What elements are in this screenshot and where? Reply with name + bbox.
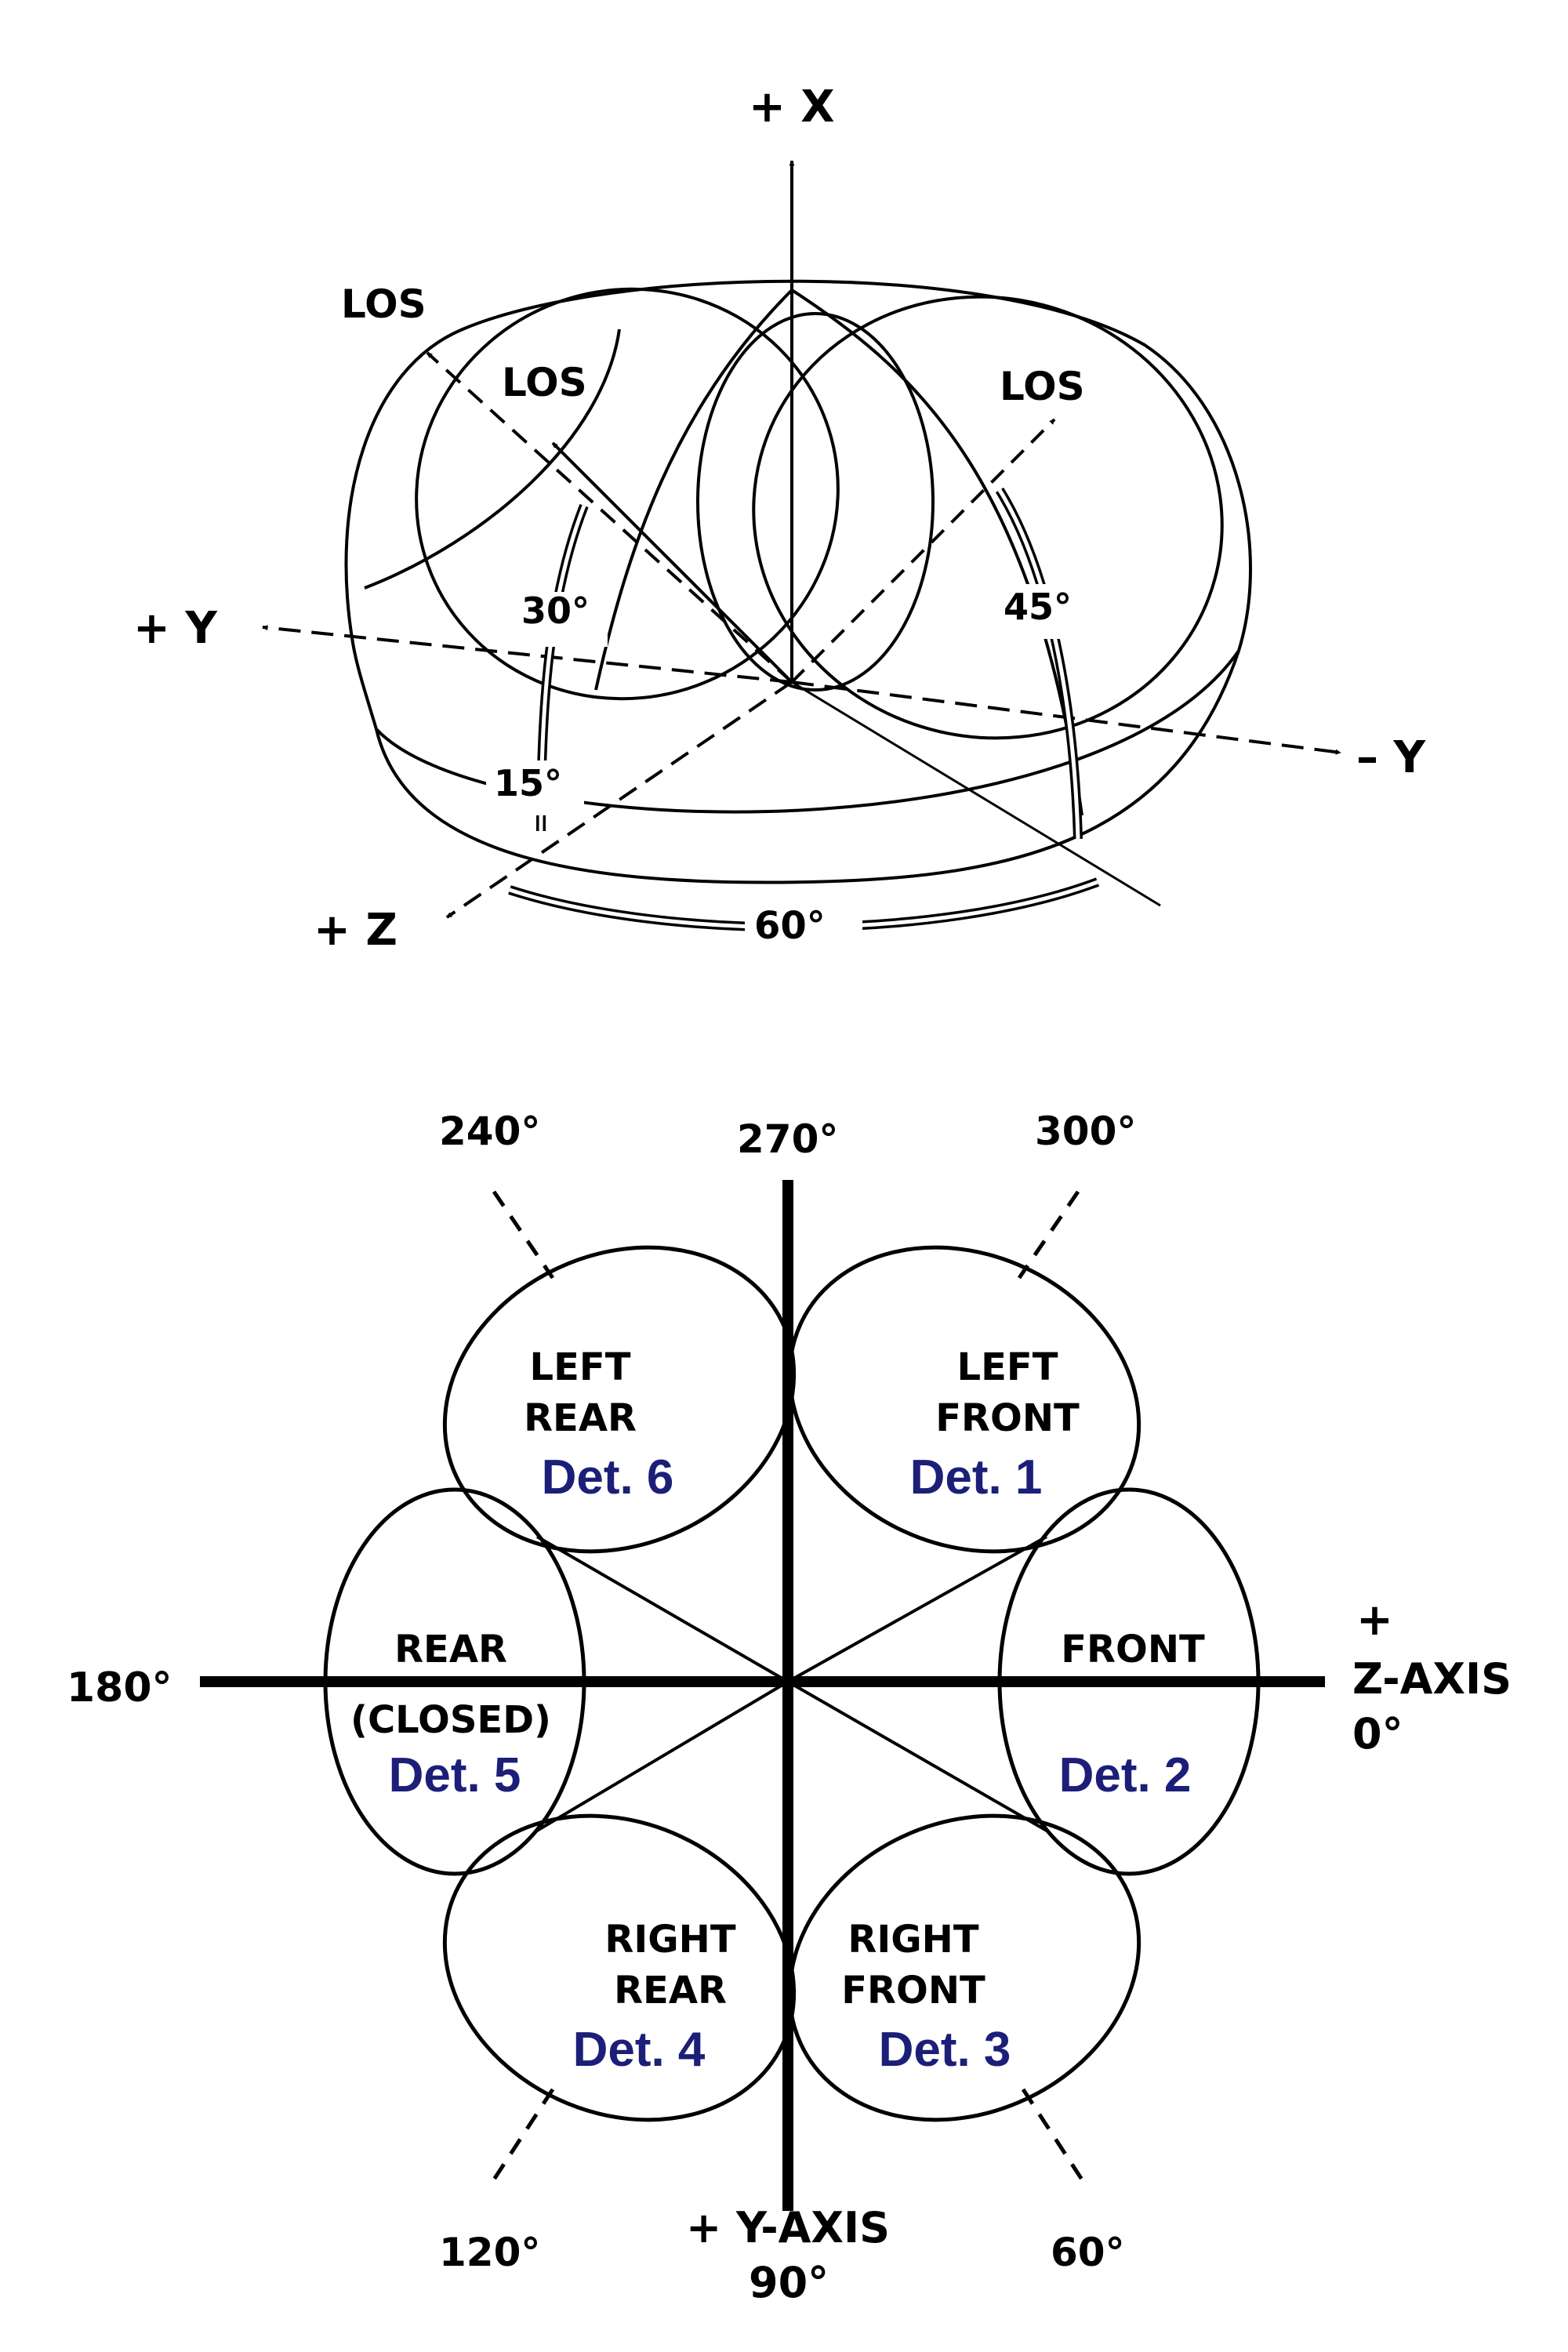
dash-240 xyxy=(492,1190,555,1279)
plus-y-axis-line xyxy=(262,625,793,684)
los-label-inner: LOS xyxy=(502,360,587,405)
det-6-label: Det. 6 xyxy=(542,1450,674,1504)
dash-60 xyxy=(1021,2088,1084,2181)
lobe-right-rear xyxy=(442,1813,797,2122)
det-5-label: Det. 5 xyxy=(389,1748,521,1802)
right-los-line xyxy=(790,418,1056,684)
angle-60-label: 60° xyxy=(754,904,826,948)
dash-120 xyxy=(492,2088,555,2181)
lobe-rear-line1: REAR xyxy=(394,1628,507,1671)
det-3-label: Det. 3 xyxy=(879,2023,1011,2077)
radial-line-240 xyxy=(535,1535,789,1683)
lobe-left-front-line2: FRONT xyxy=(935,1396,1080,1440)
lobe-right-front-line1: RIGHT xyxy=(848,1918,978,1962)
det-4-label: Det. 4 xyxy=(573,2023,706,2077)
lobe-front-line1: FRONT xyxy=(1061,1628,1205,1671)
deg-300-label: 300° xyxy=(1035,1109,1136,1154)
left-los-line xyxy=(426,351,793,684)
inner-los-line xyxy=(551,441,793,684)
det-1-label: Det. 1 xyxy=(910,1450,1043,1504)
lobe-left-rear-line2: REAR xyxy=(524,1396,637,1440)
radial-line-300 xyxy=(787,1535,1047,1683)
y-axis-deg-label: 90° xyxy=(749,2258,829,2307)
upper-left-arc xyxy=(364,328,621,590)
angle-60-bg xyxy=(745,894,862,956)
lobe-label-right-rear: RIGHT REAR Det. 4 xyxy=(573,1918,736,2077)
z-axis-name-label: Z-AXIS xyxy=(1352,1654,1512,1704)
minus-y-label: – Y xyxy=(1356,732,1426,783)
deg-60-label: 60° xyxy=(1051,2230,1125,2275)
dome-base-edge xyxy=(375,649,1240,814)
lobe-right-front-line2: FRONT xyxy=(841,1969,985,2013)
lobe-right-front xyxy=(787,1813,1142,2122)
z-axis-plus-label: + xyxy=(1356,1595,1393,1646)
lobe-left-rear-line1: LEFT xyxy=(530,1345,631,1389)
lobe-right-rear-line1: RIGHT xyxy=(604,1918,735,1962)
meridian-arc-left xyxy=(594,289,793,691)
deg-270-label: 270° xyxy=(737,1116,838,1162)
angle-30-bg xyxy=(514,592,608,647)
center-lobe xyxy=(696,312,935,691)
top-3d-view xyxy=(262,160,1341,932)
angle-45-label: 45° xyxy=(1004,586,1072,628)
lobe-left-front-line1: LEFT xyxy=(957,1345,1058,1389)
lobe-rear-line2: (CLOSED) xyxy=(350,1698,551,1742)
dash-300 xyxy=(1017,1190,1080,1279)
lobe-label-front: FRONT Det. 2 xyxy=(1059,1628,1205,1802)
deg-120-label: 120° xyxy=(439,2230,540,2275)
lobe-label-rear: REAR (CLOSED) Det. 5 xyxy=(350,1628,551,1802)
front-edge-line xyxy=(791,681,1161,907)
z-axis-deg-label: 0° xyxy=(1352,1709,1403,1759)
angle-15-bg xyxy=(486,760,584,815)
angle-30-label: 30° xyxy=(521,590,590,632)
los-label-right: LOS xyxy=(1000,364,1085,409)
plus-z-label: + Z xyxy=(314,905,397,956)
lobe-label-left-rear: LEFT REAR Det. 6 xyxy=(524,1345,673,1504)
angle-45-bg xyxy=(1000,584,1094,639)
meridian-arc-right xyxy=(790,289,1083,816)
deg-240-label: 240° xyxy=(439,1109,540,1154)
y-axis-name-label: + Y-AXIS xyxy=(686,2203,890,2252)
left-los-lobe xyxy=(415,287,840,701)
deg-180-label: 180° xyxy=(67,1664,172,1711)
det-2-label: Det. 2 xyxy=(1059,1748,1192,1802)
right-los-lobe xyxy=(752,295,1224,740)
lobe-label-right-front: RIGHT FRONT Det. 3 xyxy=(841,1918,1011,2077)
dome-outline xyxy=(344,279,1252,884)
angle-15-label: 15° xyxy=(494,762,562,804)
lobe-right-rear-line2: REAR xyxy=(614,1969,727,2013)
bottom-polar-view xyxy=(200,1180,1326,2212)
radial-line-120 xyxy=(535,1680,789,1832)
lobe-label-left-front: LEFT FRONT Det. 1 xyxy=(910,1345,1080,1504)
plus-y-label: + Y xyxy=(133,603,218,654)
z-axis-line xyxy=(445,681,793,919)
radial-line-60 xyxy=(787,1680,1047,1832)
plus-x-label: + X xyxy=(749,82,835,132)
los-label-outer: LOS xyxy=(341,281,426,327)
